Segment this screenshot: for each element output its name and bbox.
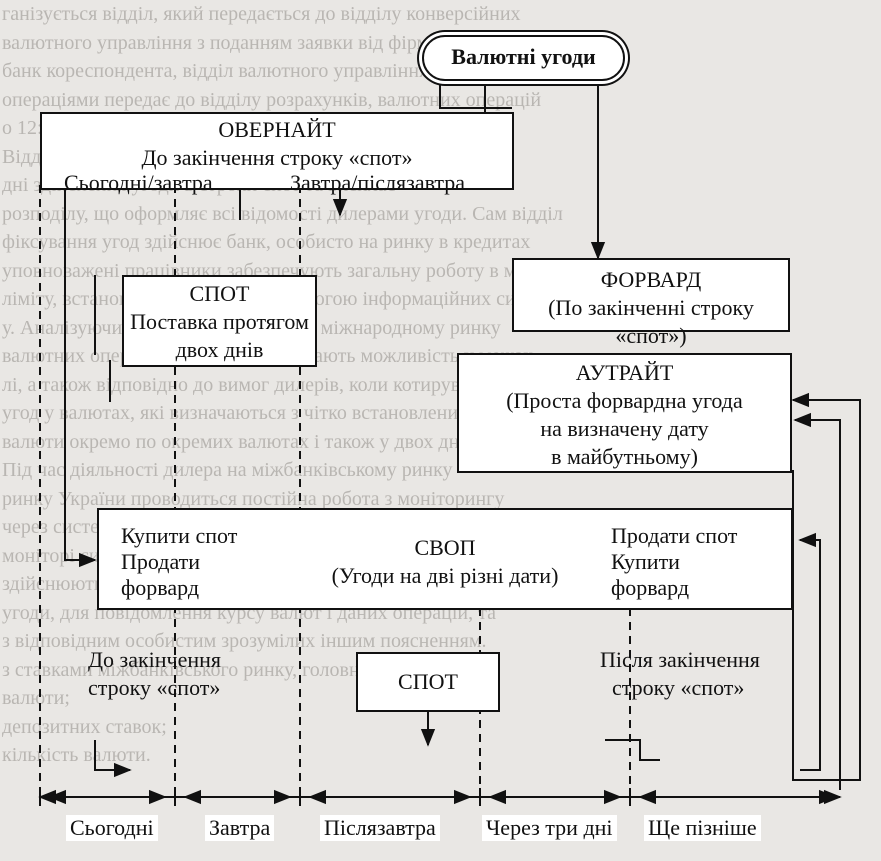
forward-subheading: (По закінченні строку «спот») <box>548 295 754 348</box>
after-spot-line1: Після закінчення <box>600 647 760 672</box>
spot-heading: СПОТ <box>189 281 250 306</box>
outright-line2: на визначену дату <box>540 416 709 441</box>
overnight-box: ОВЕРНАЙТ До закінчення строку «спот» Сьо… <box>40 112 514 195</box>
spot-bottom-box: СПОТ <box>356 652 500 712</box>
overnight-arrows <box>64 190 348 568</box>
swap-right-line2: Купити <box>611 549 680 574</box>
outright-box: АУТРАЙТ (Проста форвардна угода на визна… <box>457 353 792 473</box>
spot-box: СПОТ Поставка протягом двох днів <box>122 275 317 367</box>
overnight-left-label: Сьогодні/завтра <box>64 170 213 195</box>
timeline-ticks <box>39 788 631 806</box>
swap-right-line1: Продати спот <box>611 523 738 548</box>
title-connectors <box>439 84 606 260</box>
outright-line1: (Проста форвардна угода <box>506 388 743 413</box>
title-currency-deals: Валютні угоди <box>422 35 625 81</box>
swap-left-line3: форвард <box>121 575 200 600</box>
swap-left-line1: Купити спот <box>121 523 238 548</box>
overnight-heading: ОВЕРНАЙТ <box>218 117 336 142</box>
axis-label-tomorrow: Завтра <box>205 815 275 841</box>
spot-line2: двох днів <box>175 337 264 362</box>
outright-heading: АУТРАЙТ <box>575 360 674 385</box>
swap-connectors <box>94 712 436 778</box>
swap-left-line2: Продати <box>121 549 201 574</box>
before-spot-line1: До закінчення <box>88 647 222 672</box>
spot-line1: Поставка протягом <box>130 309 309 334</box>
swap-right-line3: форвард <box>611 575 690 600</box>
forward-heading: ФОРВАРД <box>600 267 702 292</box>
right-loops <box>605 392 861 790</box>
after-spot-line2: строку «спот» <box>612 675 745 700</box>
before-spot-line2: строку «спот» <box>88 675 221 700</box>
forward-box: ФОРВАРД (По закінченні строку «спот») <box>512 258 790 348</box>
axis-label-three-days: Через три дні <box>482 815 617 841</box>
outright-line3: в майбутньому) <box>551 444 698 469</box>
swap-box: Купити спот Продати форвард СВОП (Угоди … <box>97 508 793 610</box>
axis-label-later: Ще пізніше <box>644 815 761 841</box>
spot-connectors <box>94 275 111 402</box>
spot-bottom-heading: СПОТ <box>398 669 458 694</box>
overnight-right-label: Завтра/післязавтра <box>290 170 466 195</box>
swap-subheading: (Угоди на дві різні дати) <box>331 563 559 588</box>
overnight-subheading: До закінчення строку «спот» <box>141 145 413 170</box>
swap-heading: СВОП <box>414 535 476 560</box>
axis-label-today: Сьогодні <box>66 815 158 841</box>
axis-label-day-after: Післязавтра <box>320 815 440 841</box>
